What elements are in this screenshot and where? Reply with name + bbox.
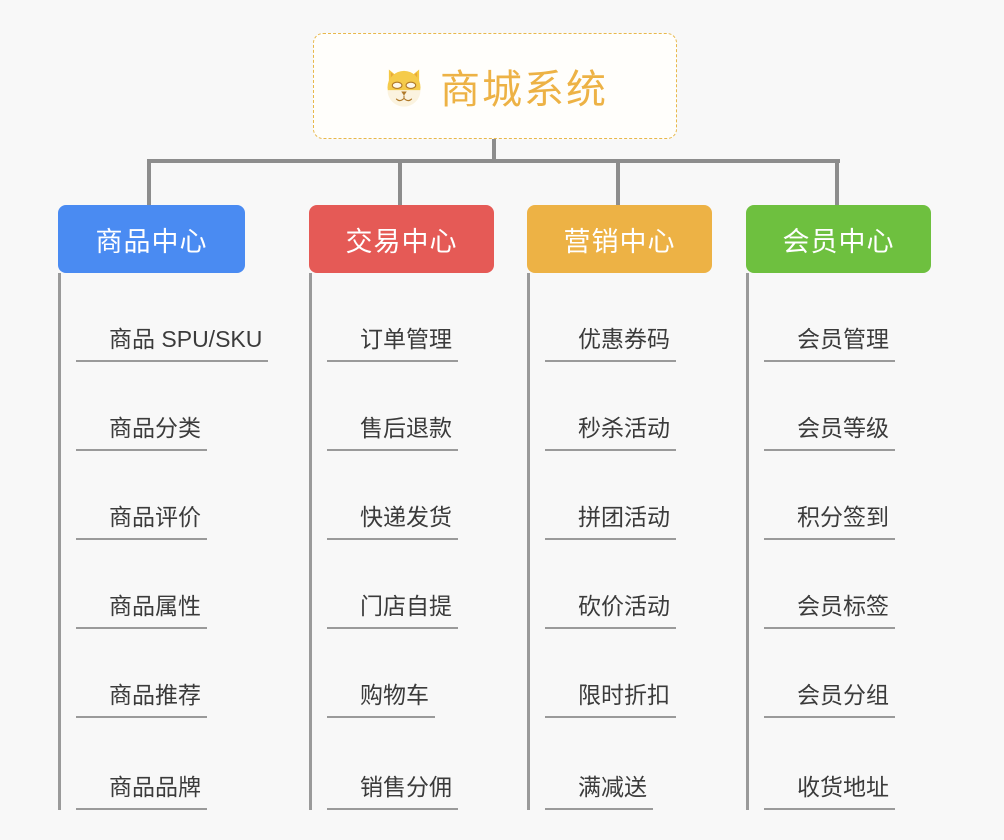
- connector-drop-3: [616, 159, 620, 207]
- branch-column-4: 会员中心会员管理会员等级积分签到会员标签会员分组收货地址: [746, 205, 931, 810]
- leaf-label: 订单管理: [327, 325, 458, 362]
- leaf-item[interactable]: 会员分组: [764, 629, 931, 718]
- leaf-item[interactable]: 订单管理: [327, 273, 494, 362]
- leaf-item[interactable]: 商品属性: [76, 540, 245, 629]
- leaf-label: 商品品牌: [76, 773, 207, 810]
- leaf-label: 销售分佣: [327, 773, 458, 810]
- category-box-2[interactable]: 交易中心: [309, 205, 494, 273]
- leaf-item[interactable]: 商品品牌: [76, 718, 245, 810]
- category-label: 交易中心: [345, 226, 458, 257]
- leaf-list-1: 商品 SPU/SKU 商品分类商品评价商品属性商品推荐商品品牌: [58, 273, 269, 810]
- leaf-item[interactable]: 销售分佣: [327, 718, 494, 810]
- branch-column-2: 交易中心订单管理售后退款快递发货门店自提购物车销售分佣: [309, 205, 494, 810]
- leaf-item[interactable]: 商品评价: [76, 451, 245, 540]
- leaf-label: 商品分类: [76, 414, 207, 451]
- category-box-1[interactable]: 商品中心: [58, 205, 245, 273]
- connector-root-stem: [492, 139, 496, 163]
- leaf-item[interactable]: 商品 SPU/SKU: [76, 273, 269, 362]
- leaf-item[interactable]: 门店自提: [327, 540, 494, 629]
- leaf-list-3: 优惠券码秒杀活动拼团活动砍价活动限时折扣满减送: [527, 273, 712, 810]
- leaf-label: 砍价活动: [545, 592, 676, 629]
- leaf-label: 限时折扣: [545, 681, 676, 718]
- leaf-item[interactable]: 满减送: [545, 718, 712, 810]
- leaf-item[interactable]: 优惠券码: [545, 273, 712, 362]
- connector-horizontal-bus: [148, 159, 840, 163]
- leaf-label: 秒杀活动: [545, 414, 676, 451]
- leaf-item[interactable]: 会员等级: [764, 362, 931, 451]
- leaf-label: 门店自提: [327, 592, 458, 629]
- leaf-label: 拼团活动: [545, 503, 676, 540]
- leaf-item[interactable]: 拼团活动: [545, 451, 712, 540]
- leaf-item[interactable]: 限时折扣: [545, 629, 712, 718]
- leaf-label: 优惠券码: [545, 325, 676, 362]
- leaf-label: 会员分组: [764, 681, 895, 718]
- root-title: 商城系统: [440, 68, 608, 112]
- category-label: 营销中心: [563, 226, 676, 257]
- leaf-item[interactable]: 会员管理: [764, 273, 931, 362]
- shiba-dog-face-icon: [382, 64, 426, 108]
- leaf-label: 积分签到: [764, 503, 895, 540]
- leaf-label: 满减送: [545, 773, 653, 810]
- leaf-item[interactable]: 积分签到: [764, 451, 931, 540]
- leaf-item[interactable]: 秒杀活动: [545, 362, 712, 451]
- leaf-label: 商品评价: [76, 503, 207, 540]
- leaf-item[interactable]: 快递发货: [327, 451, 494, 540]
- leaf-item[interactable]: 会员标签: [764, 540, 931, 629]
- category-box-3[interactable]: 营销中心: [527, 205, 712, 273]
- leaf-label: 商品 SPU/SKU: [76, 325, 269, 362]
- connector-drop-4: [835, 159, 839, 207]
- leaf-item[interactable]: 商品推荐: [76, 629, 245, 718]
- leaf-label: 商品推荐: [76, 681, 207, 718]
- leaf-item[interactable]: 收货地址: [764, 718, 931, 810]
- leaf-item[interactable]: 售后退款: [327, 362, 494, 451]
- connector-drop-2: [398, 159, 402, 207]
- leaf-label: 购物车: [327, 681, 435, 718]
- leaf-label: 会员等级: [764, 414, 895, 451]
- connector-drop-1: [147, 159, 151, 207]
- category-label: 会员中心: [782, 226, 895, 257]
- leaf-item[interactable]: 砍价活动: [545, 540, 712, 629]
- leaf-item[interactable]: 购物车: [327, 629, 494, 718]
- leaf-label: 会员标签: [764, 592, 895, 629]
- leaf-label: 快递发货: [327, 503, 458, 540]
- leaf-label: 商品属性: [76, 592, 207, 629]
- branch-column-3: 营销中心优惠券码秒杀活动拼团活动砍价活动限时折扣满减送: [527, 205, 712, 810]
- branch-column-1: 商品中心商品 SPU/SKU 商品分类商品评价商品属性商品推荐商品品牌: [58, 205, 269, 810]
- leaf-list-2: 订单管理售后退款快递发货门店自提购物车销售分佣: [309, 273, 494, 810]
- leaf-item[interactable]: 商品分类: [76, 362, 245, 451]
- root-node[interactable]: 商城系统: [313, 33, 677, 139]
- leaf-list-4: 会员管理会员等级积分签到会员标签会员分组收货地址: [746, 273, 931, 810]
- category-box-4[interactable]: 会员中心: [746, 205, 931, 273]
- leaf-label: 会员管理: [764, 325, 895, 362]
- category-label: 商品中心: [95, 226, 208, 257]
- leaf-label: 收货地址: [764, 773, 895, 810]
- leaf-label: 售后退款: [327, 414, 458, 451]
